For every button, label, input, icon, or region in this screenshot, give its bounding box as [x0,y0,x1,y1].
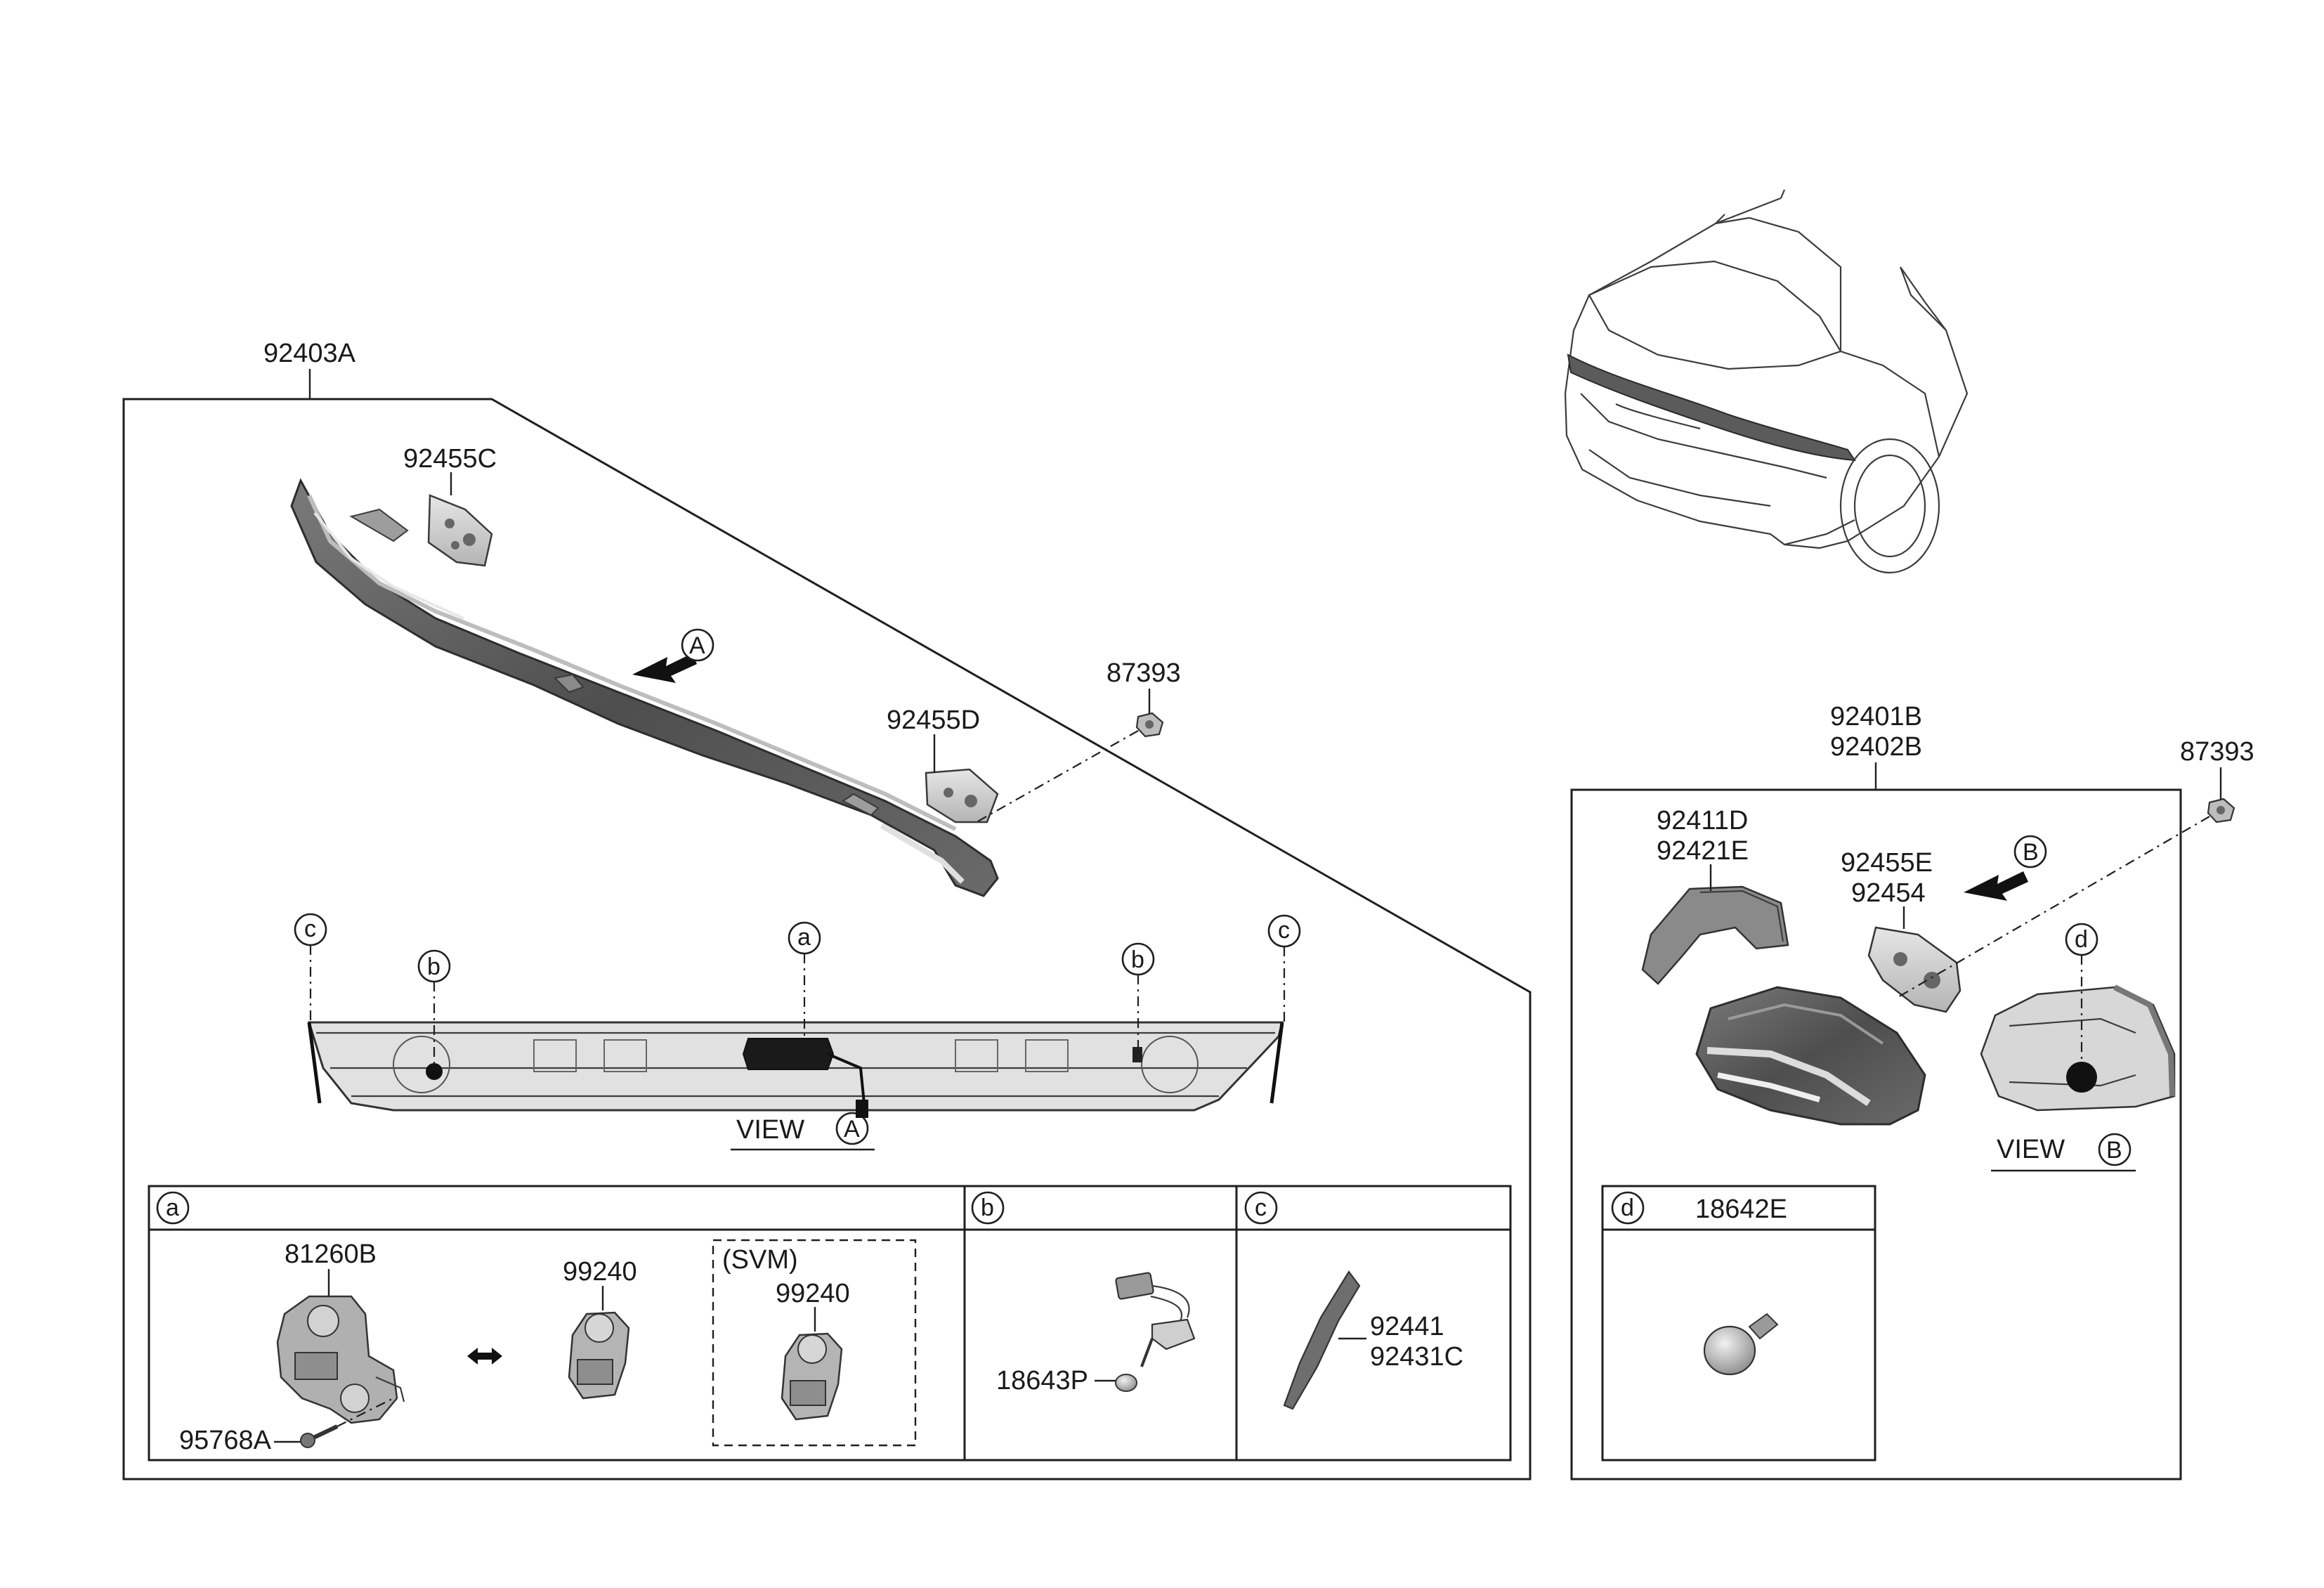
marker-b-right-letter: b [1131,946,1144,973]
detail-table-frame [148,1185,1512,1462]
rh-lamp-assembly [1695,986,1926,1126]
label-92401B: 92401B [1830,702,1922,731]
nut-87393-right [2207,767,2235,824]
marker-c-right-letter: c [1278,917,1290,944]
view-b-letter: B [2106,1137,2122,1164]
main-assembly-frame [122,398,1532,1480]
reflector-92441 [1283,1270,1366,1410]
actuator-81260B [276,1269,405,1424]
bulb-18642E [1703,1313,1779,1376]
marker-c-left: c [294,913,327,1022]
arrow-a-letter: A [689,632,705,659]
fastener-axis-right [1896,816,2210,998]
view-a-caption: VIEW [736,1115,804,1145]
detail-b-letter: b [981,1195,994,1221]
marker-b-right: b [1121,942,1155,1048]
label-92411D: 92411D [1657,806,1748,835]
detail-d-letter: d [1621,1195,1634,1221]
double-arrow-icon [467,1348,502,1365]
gasket-92455E [1867,906,1961,1013]
camera-99240-a [568,1286,630,1400]
marker-d-view-b-letter: d [2075,926,2088,953]
gasket-92455D [925,734,999,824]
label-92403A: 92403A [263,339,356,368]
label-92455E: 92455E [1841,848,1933,878]
detail-c-letter: c [1255,1195,1267,1221]
view-b-circle [2098,1133,2132,1166]
view-a-letter: A [844,1116,860,1143]
detail-c-header: c [1244,1191,1278,1225]
camera-99240-svm [781,1307,843,1421]
marker-d-view-b: d [2065,923,2098,1061]
label-18643P: 18643P [996,1366,1088,1395]
nut-87393-top [1135,689,1164,738]
label-87393-top: 87393 [1106,658,1181,688]
gasket-92455C [427,472,493,567]
label-99240-a: 99240 [563,1257,637,1287]
label-svm: (SVM) [722,1245,798,1275]
view-a-circle [835,1112,869,1145]
detail-a-letter: a [166,1195,179,1221]
label-92421E: 92421E [1657,836,1749,866]
label-92441: 92441 [1370,1312,1444,1341]
label-95768A: 95768A [179,1426,272,1455]
car-rear-illustration [1564,189,1969,574]
label-92455D: 92455D [887,705,980,735]
svm-dashed-box [712,1239,917,1447]
view-b-arrow: B [1964,835,2047,901]
lens-92411D [1641,864,1789,985]
view-a-bar [307,1021,1284,1118]
detail-a-header: a [156,1191,190,1225]
marker-c-left-letter: c [304,916,316,942]
label-99240-svm: 99240 [776,1279,850,1308]
marker-c-right: c [1267,914,1301,1022]
label-87393-right: 87393 [2180,737,2254,767]
socket-bulb-18643P [1095,1272,1196,1392]
marker-b-left-letter: b [427,954,440,980]
label-81260B: 81260B [285,1239,377,1269]
marker-a-center-letter: a [797,924,811,951]
fastener-axis-top [976,730,1139,823]
marker-a-center: a [788,921,821,1040]
screw-95768A [274,1398,394,1448]
view-b-lamp [1980,984,2176,1112]
label-18642E: 18642E [1695,1195,1787,1224]
label-92454: 92454 [1851,878,1926,908]
garnish-lamp-bar [290,478,999,897]
marker-b-left: b [417,949,451,1068]
label-92455C: 92455C [403,444,497,474]
detail-b-header: b [971,1191,1005,1225]
label-92431C: 92431C [1370,1342,1463,1372]
detail-d-header: d [1611,1191,1645,1225]
arrow-b-letter: B [2023,839,2039,866]
view-b-caption: VIEW [1997,1135,2065,1164]
view-a-arrow: A [632,628,714,683]
label-92402B: 92402B [1830,732,1922,762]
detail-d-frame [1601,1185,1876,1462]
